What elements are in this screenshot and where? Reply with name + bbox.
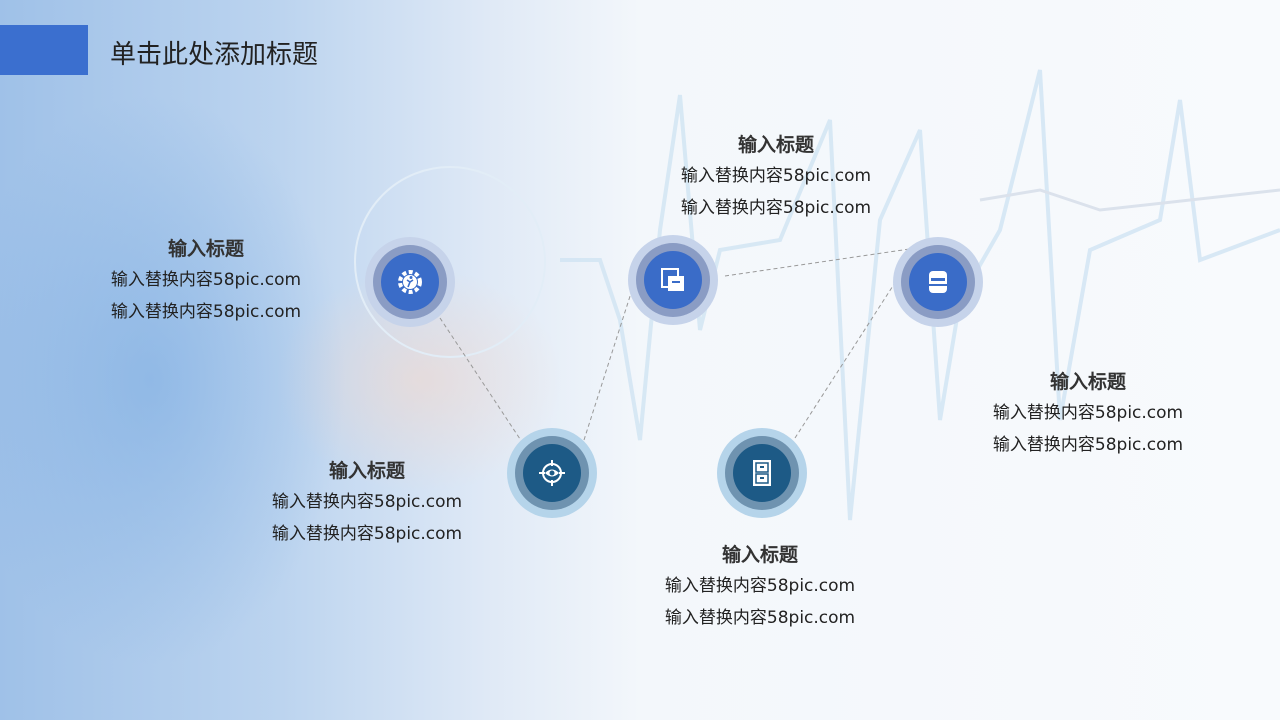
block-line[interactable]: 输入替换内容58pic.com <box>110 270 302 290</box>
text-block-3: 输入标题 输入替换内容58pic.com 输入替换内容58pic.com <box>958 367 1218 461</box>
block-title[interactable]: 输入标题 <box>167 238 244 260</box>
text-block-2: 输入标题 输入替换内容58pic.com 输入替换内容58pic.com <box>646 130 906 224</box>
block-title[interactable]: 输入标题 <box>1049 371 1126 393</box>
node-1 <box>365 237 455 327</box>
slide-title[interactable]: 单击此处添加标题 <box>110 40 319 70</box>
folders-icon <box>661 268 684 291</box>
block-line[interactable]: 输入替换内容58pic.com <box>271 492 463 512</box>
block-title[interactable]: 输入标题 <box>328 460 405 482</box>
block-line[interactable]: 输入替换内容58pic.com <box>271 524 463 544</box>
block-title[interactable]: 输入标题 <box>721 544 798 566</box>
title-accent-bar <box>0 25 88 75</box>
block-line[interactable]: 输入替换内容58pic.com <box>110 302 302 322</box>
block-line[interactable]: 输入替换内容58pic.com <box>680 198 872 218</box>
node-3 <box>893 237 983 327</box>
cabinet-icon <box>753 460 771 486</box>
eye-target-icon <box>539 460 565 486</box>
text-block-5: 输入标题 输入替换内容58pic.com 输入替换内容58pic.com <box>630 540 890 634</box>
block-line[interactable]: 输入替换内容58pic.com <box>664 608 856 628</box>
block-title[interactable]: 输入标题 <box>737 134 814 156</box>
block-line[interactable]: 输入替换内容58pic.com <box>992 403 1184 423</box>
text-block-4: 输入标题 输入替换内容58pic.com 输入替换内容58pic.com <box>237 456 497 550</box>
text-block-1: 输入标题 输入替换内容58pic.com 输入替换内容58pic.com <box>76 234 336 328</box>
connector-lines <box>439 245 931 443</box>
printer-icon <box>929 271 947 293</box>
gear-runner-icon <box>398 270 422 294</box>
block-line[interactable]: 输入替换内容58pic.com <box>680 166 872 186</box>
node-5 <box>717 428 807 518</box>
block-line[interactable]: 输入替换内容58pic.com <box>664 576 856 596</box>
node-4 <box>507 428 597 518</box>
block-line[interactable]: 输入替换内容58pic.com <box>992 435 1184 455</box>
node-2 <box>628 235 718 325</box>
